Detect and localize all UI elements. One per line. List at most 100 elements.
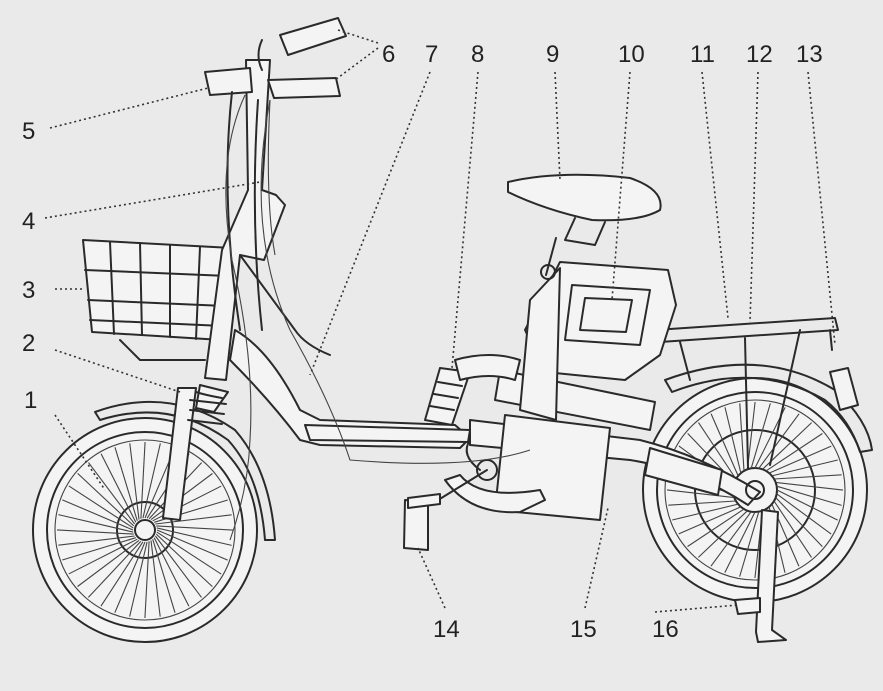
label-2: 2: [22, 330, 35, 357]
pedal-crank: [403, 469, 488, 551]
rear-fender: [664, 363, 873, 453]
spoke: [58, 514, 134, 533]
saddle: [507, 173, 662, 280]
spoke: [698, 422, 737, 480]
spoke: [68, 485, 134, 529]
spoke: [156, 525, 234, 531]
leader-9: [554, 71, 561, 181]
spoke: [156, 527, 232, 546]
leader-11: [701, 71, 729, 319]
label-6: 6: [382, 41, 395, 68]
spoke: [678, 506, 742, 535]
leader-1: [54, 414, 106, 491]
spoke: [156, 529, 228, 561]
spoke: [710, 413, 739, 477]
leader-4: [44, 181, 261, 219]
label-3: 3: [22, 277, 35, 304]
rear-brake-hub: [644, 447, 723, 496]
spoke: [155, 533, 213, 588]
label-12: 12: [746, 41, 773, 68]
rear-shock-absorber: [424, 354, 521, 426]
spoke: [142, 443, 161, 519]
label-16: 16: [652, 616, 679, 643]
spoke: [62, 499, 134, 531]
leader-15: [584, 507, 609, 609]
spoke: [140, 441, 146, 519]
spoke: [88, 462, 136, 525]
label-1: 1: [24, 387, 37, 414]
spoke: [56, 529, 134, 535]
handlebar-assembly: [204, 17, 347, 381]
spoke: [776, 485, 842, 506]
label-5: 5: [22, 118, 35, 145]
label-7: 7: [425, 41, 438, 68]
spoke: [62, 537, 136, 561]
spoke: [155, 514, 232, 525]
label-10: 10: [618, 41, 645, 68]
leader-16: [654, 604, 739, 613]
spoke: [77, 472, 135, 527]
part-labels: 1 2 3 4 5 6 7 8 9 10 11 12 13 14 15 16: [22, 41, 823, 643]
spoke: [154, 535, 202, 598]
kickstand: [734, 509, 787, 643]
leader-2: [54, 349, 181, 393]
spoke: [768, 445, 832, 474]
label-14: 14: [433, 616, 460, 643]
spoke: [750, 403, 771, 469]
spoke: [129, 443, 140, 520]
spoke: [774, 474, 842, 480]
spoke: [776, 493, 832, 535]
spoke: [114, 541, 146, 613]
leader-8: [451, 71, 479, 369]
spoke: [666, 489, 735, 499]
spoke: [672, 503, 739, 521]
spoke: [77, 539, 140, 587]
spoke: [156, 531, 222, 575]
spoke: [739, 511, 760, 577]
leader-14: [417, 547, 446, 609]
spoke: [776, 489, 838, 521]
front-wheel: [32, 417, 258, 643]
spoke: [710, 511, 752, 567]
spoke: [100, 453, 137, 523]
spoke: [773, 500, 812, 558]
spoke: [771, 459, 838, 477]
spoke: [144, 541, 150, 619]
spoke: [150, 540, 161, 617]
spoke: [739, 403, 745, 471]
spoke: [668, 500, 736, 506]
spoke: [153, 537, 190, 607]
spoke: [68, 538, 138, 575]
label-11: 11: [690, 41, 715, 68]
spoke: [87, 540, 142, 598]
leader-7: [309, 71, 431, 376]
spoke: [724, 511, 756, 573]
spoke: [775, 497, 823, 548]
leader-12: [749, 71, 759, 323]
spoke: [58, 535, 135, 546]
motor-chain-area: [444, 439, 546, 514]
label-15: 15: [570, 616, 597, 643]
spoke: [100, 541, 144, 607]
leader-13: [807, 71, 836, 346]
spoke: [114, 447, 138, 521]
front-fork: [162, 384, 229, 521]
spoke: [687, 508, 745, 547]
spoke: [758, 413, 800, 469]
leader-5: [49, 87, 209, 129]
spoke: [724, 407, 742, 474]
spoke: [765, 433, 823, 472]
spoke: [152, 539, 176, 613]
spoke: [129, 541, 148, 617]
leader-10: [611, 71, 631, 301]
label-4: 4: [22, 208, 35, 235]
leader-6b: [334, 47, 379, 81]
spoke: [775, 481, 844, 491]
leader-6a: [337, 29, 379, 44]
label-8: 8: [471, 41, 484, 68]
label-9: 9: [546, 41, 559, 68]
spoke: [697, 510, 748, 558]
leader-lines: [44, 29, 836, 613]
